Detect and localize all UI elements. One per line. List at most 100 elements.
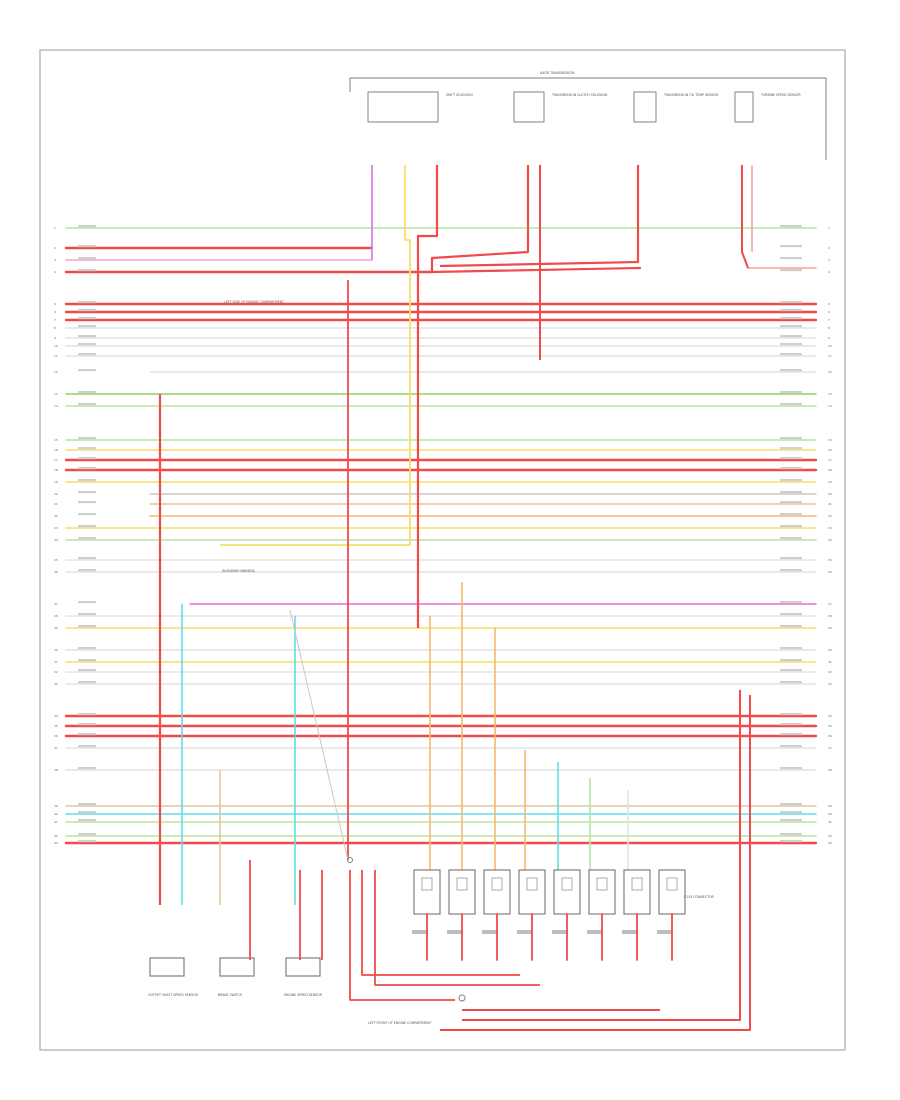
pin-number-left: 23 <box>54 526 58 530</box>
wire-tag-right <box>780 335 802 338</box>
pin-number-left: 21 <box>54 502 58 506</box>
wire-tag-right <box>780 625 802 628</box>
pin-number-right: 4 <box>828 270 830 274</box>
wire-tag-right <box>780 269 802 272</box>
pin-number-left: 35 <box>54 724 58 728</box>
wire-tag-left <box>78 745 96 748</box>
pin-number-right: 5 <box>828 302 830 306</box>
relay-tag-R4 <box>517 930 533 934</box>
wire-tag-left <box>78 613 96 616</box>
relay-contact-R8 <box>666 877 678 891</box>
relay-box-R6 <box>588 869 616 915</box>
pin-number-right: 40 <box>828 812 832 816</box>
wire-tag-right <box>780 391 802 394</box>
relay-contact-R3 <box>491 877 503 891</box>
pin-number-left: 28 <box>54 614 58 618</box>
wire-tag-left <box>78 819 96 822</box>
tcc-solenoid-box <box>513 91 545 123</box>
pin-number-right: 28 <box>828 614 832 618</box>
pin-number-right: 38 <box>828 768 832 772</box>
wire-tag-left <box>78 269 96 272</box>
relay-tag-R3 <box>482 930 498 934</box>
wire-tag-right <box>780 369 802 372</box>
pin-number-left: 20 <box>54 492 58 496</box>
wire-tag-left <box>78 833 96 836</box>
wire-tag-right <box>780 723 802 726</box>
wire-tag-left <box>78 335 96 338</box>
pin-number-right: 23 <box>828 526 832 530</box>
wire-tag-right <box>780 811 802 814</box>
wire-tag-left <box>78 525 96 528</box>
pin-number-right: 43 <box>828 841 832 845</box>
wire-tag-right <box>780 669 802 672</box>
relay-box-R7 <box>623 869 651 915</box>
pin-number-right: 15 <box>828 438 832 442</box>
vertical-wire <box>361 870 520 976</box>
wire-tag-left <box>78 625 96 628</box>
pin-number-right: 26 <box>828 570 832 574</box>
wire-tag-right <box>780 501 802 504</box>
relay-bank <box>412 869 686 961</box>
output-shaft-sensor-box <box>149 957 185 977</box>
wire-tag-right <box>780 457 802 460</box>
wire-tag-left <box>78 811 96 814</box>
oil-temp-sensor-box <box>633 91 657 123</box>
pin-number-left: 4 <box>54 270 56 274</box>
wire-tag-right <box>780 647 802 650</box>
pin-number-left: 32 <box>54 670 58 674</box>
relay-tag-R6 <box>587 930 603 934</box>
pin-number-right: 29 <box>828 626 832 630</box>
wire-tag-left <box>78 325 96 328</box>
engine-speed-sensor-label: ENGINE SPEED SENSOR <box>284 993 323 997</box>
diagram-frame <box>39 49 846 1051</box>
wire-tag-right <box>780 245 802 248</box>
wire-tag-left <box>78 803 96 806</box>
wire-tag-left <box>78 601 96 604</box>
pin-number-left: 13 <box>54 392 58 396</box>
relay-box-R4 <box>518 869 546 915</box>
wire-tag-right <box>780 491 802 494</box>
wire-tag-left <box>78 301 96 304</box>
relay-box-R2 <box>448 869 476 915</box>
wire-tag-right <box>780 840 802 843</box>
pin-number-right: 21 <box>828 502 832 506</box>
vertical-wire <box>462 690 741 1021</box>
pin-number-left: 25 <box>54 558 58 562</box>
wire-tag-left <box>78 317 96 320</box>
wire-tag-left <box>78 403 96 406</box>
pin-number-right: 42 <box>828 834 832 838</box>
wire-tag-left <box>78 733 96 736</box>
wire-tag-right <box>780 317 802 320</box>
pin-number-left: 5 <box>54 302 56 306</box>
wire-tag-left <box>78 391 96 394</box>
relay-contact-R2 <box>456 877 468 891</box>
wire-tag-right <box>780 803 802 806</box>
vertical-wire-runs <box>158 165 753 1031</box>
wire-tag-right <box>780 833 802 836</box>
transmission-bracket <box>349 77 827 160</box>
ground-splice <box>458 994 466 1002</box>
relay-tag-R7 <box>622 930 638 934</box>
wire-tag-left <box>78 840 96 843</box>
wire-tag-right <box>780 745 802 748</box>
wire-tag-left <box>78 647 96 650</box>
vertical-wire <box>220 165 411 546</box>
vertical-wire <box>430 165 530 272</box>
wire-tag-right <box>780 225 802 228</box>
pin-number-right: 18 <box>828 468 832 472</box>
pin-number-left: 39 <box>54 804 58 808</box>
wire-tag-right <box>780 447 802 450</box>
pin-number-left: 36 <box>54 734 58 738</box>
wire-tag-right <box>780 467 802 470</box>
relay-box-R8 <box>658 869 686 915</box>
wire-tag-right <box>780 569 802 572</box>
pin-number-right: 2 <box>828 246 830 250</box>
pin-number-right: 3 <box>828 258 830 262</box>
wire-tag-left <box>78 309 96 312</box>
relay-box-R5 <box>553 869 581 915</box>
pin-number-right: 16 <box>828 448 832 452</box>
pin-number-left: 18 <box>54 468 58 472</box>
